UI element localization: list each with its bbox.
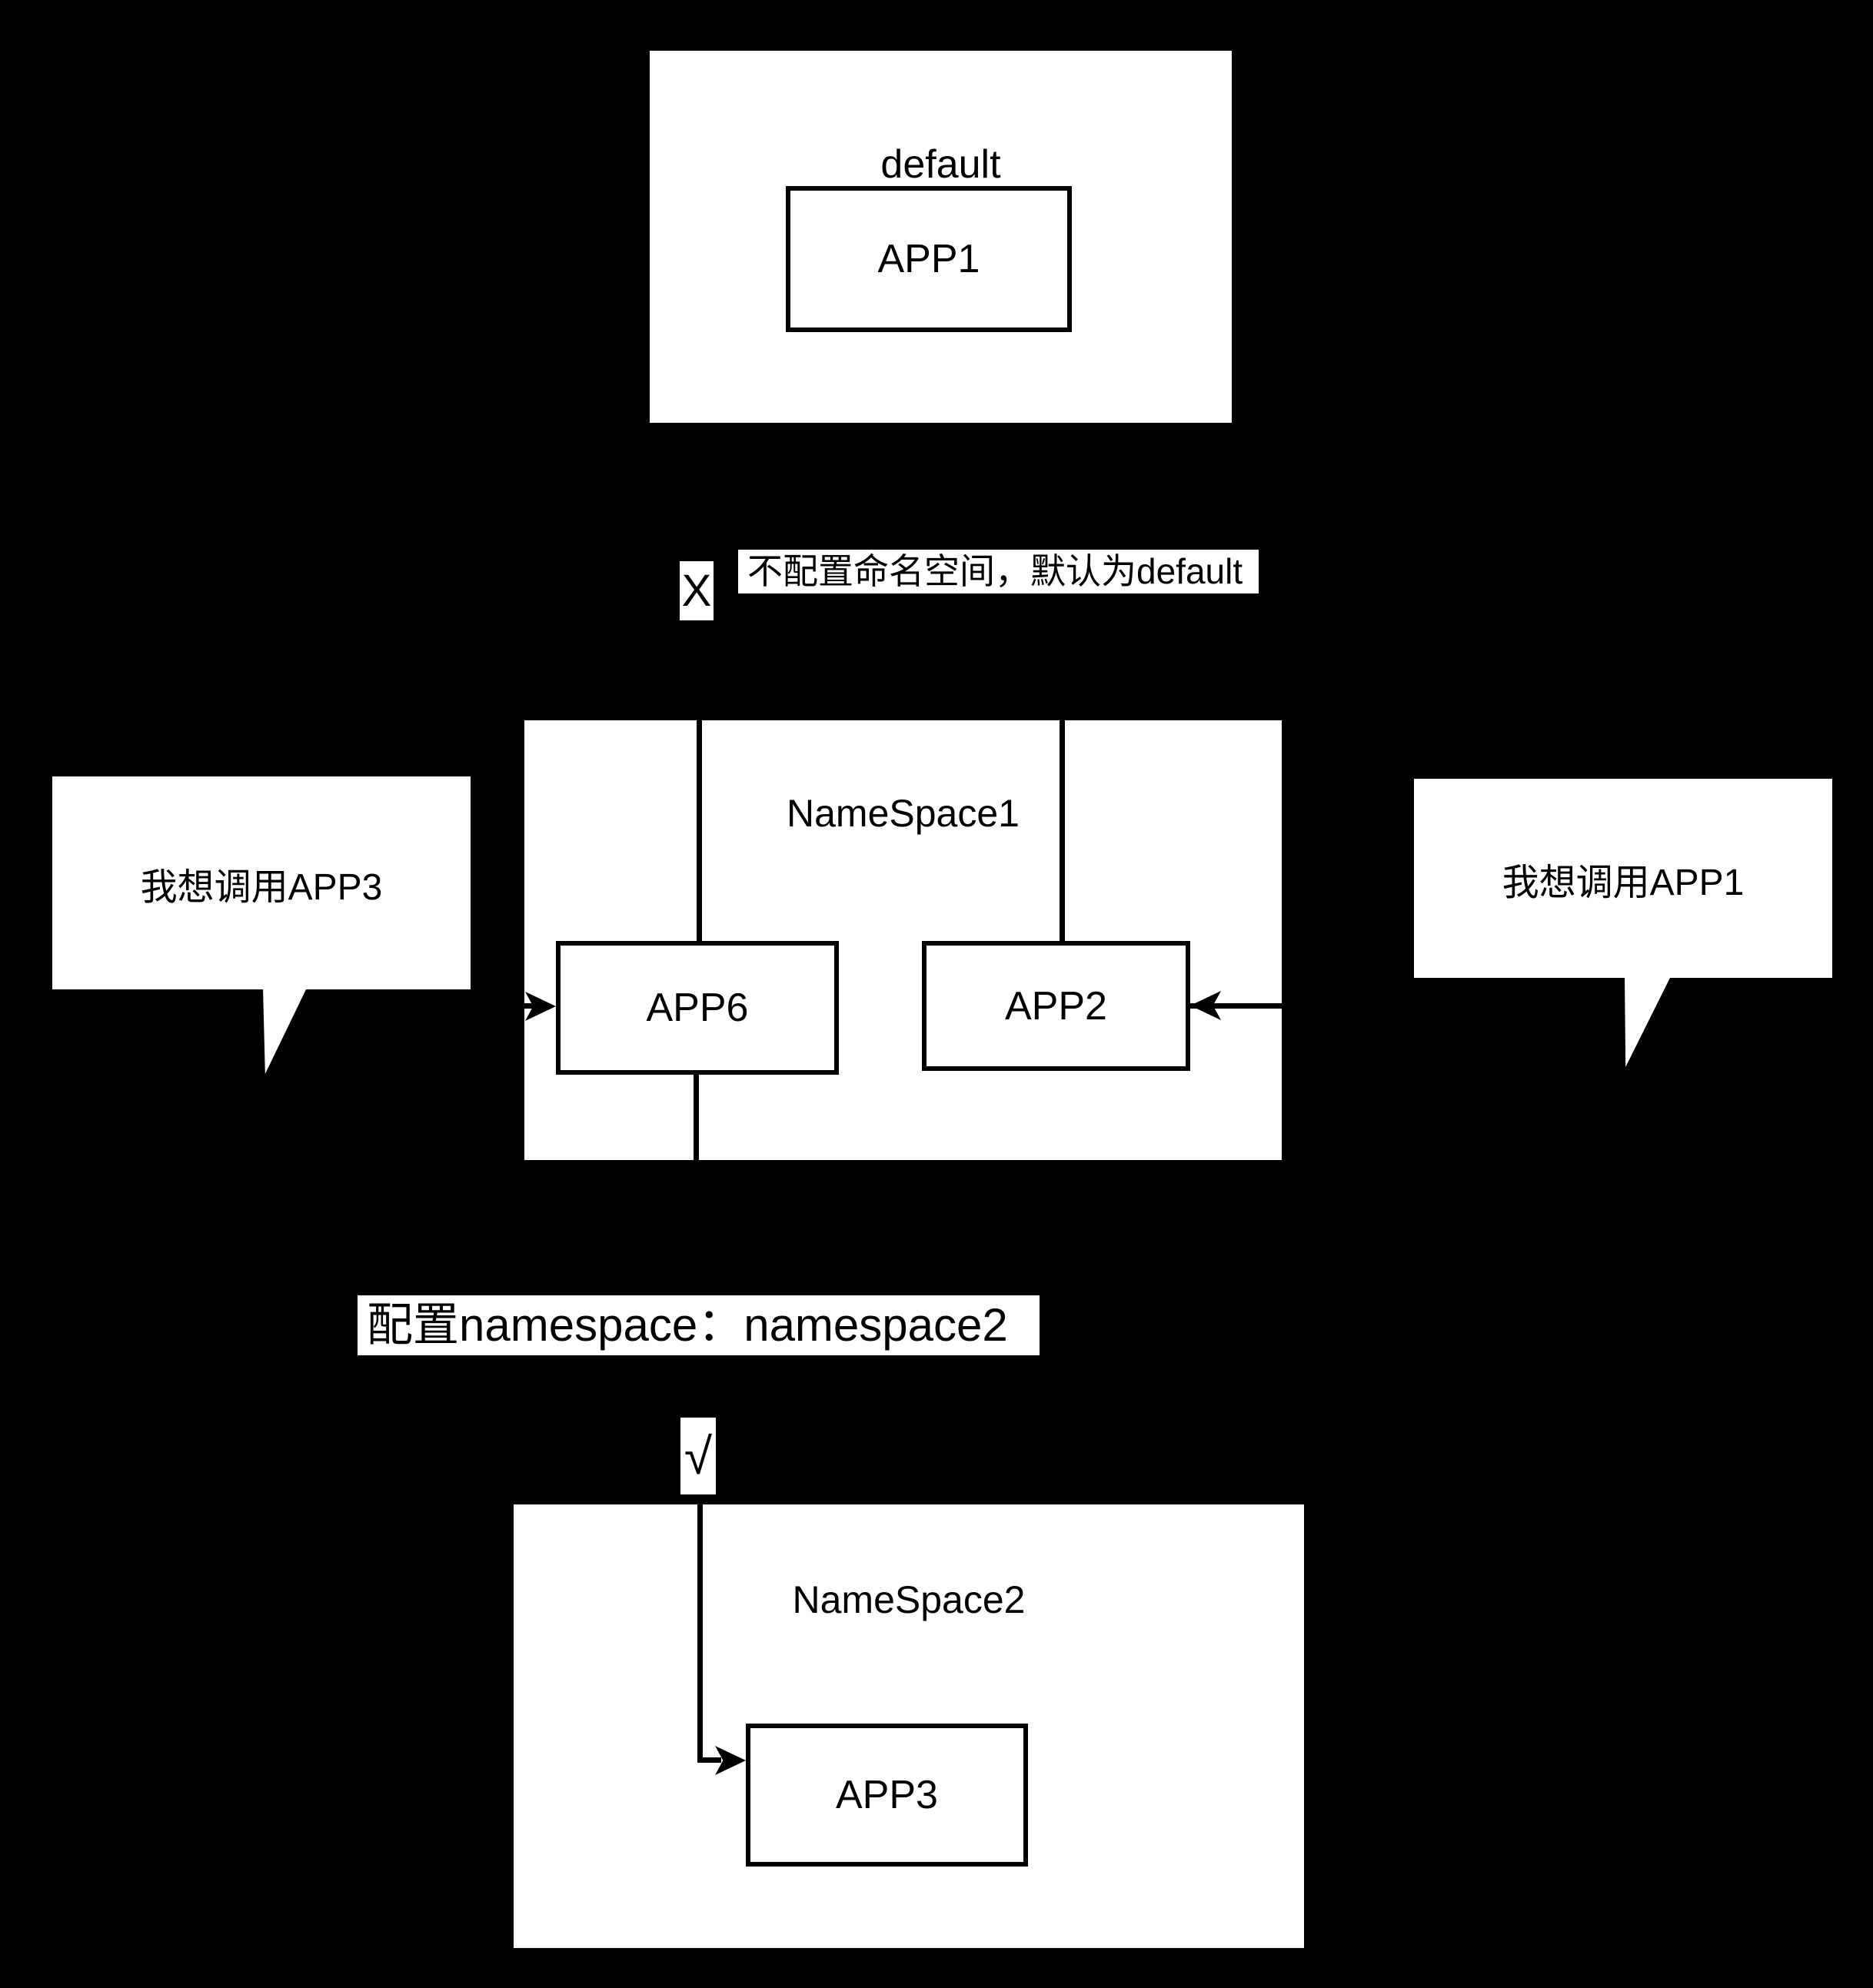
app2-label: APP2	[1005, 983, 1107, 1029]
reject-x-mark: X	[680, 561, 714, 620]
speech-bubble-left-tail	[263, 988, 307, 1074]
namespace1-label: NameSpace1	[787, 792, 1020, 835]
speech-bubble-call-app3: 我想调用APP3	[52, 776, 471, 989]
check-mark: √	[680, 1418, 716, 1494]
default-namespace-label: default	[880, 142, 1001, 187]
speech-bubble-call-app1: 我想调用APP1	[1414, 779, 1832, 978]
namespace2-label: NameSpace2	[792, 1578, 1026, 1621]
app3-label: APP3	[836, 1773, 938, 1817]
app3-box: APP3	[746, 1724, 1028, 1867]
check-mark-glyph: √	[684, 1428, 713, 1484]
app6-label: APP6	[646, 986, 749, 1030]
arrow-line-into-app6	[524, 1003, 537, 1009]
connector-app6-bottom	[694, 1075, 699, 1160]
connector-elbow-to-app3	[697, 1757, 721, 1763]
connector-top-to-app6	[697, 720, 702, 941]
namespace2-box: NameSpace2 APP3	[514, 1504, 1304, 1948]
speech-bubble-right-tail	[1625, 976, 1671, 1067]
app2-box: APP2	[922, 941, 1190, 1071]
connector-top-to-app3	[697, 1504, 703, 1763]
no-namespace-note: 不配置命名空间，默认为default	[738, 550, 1259, 593]
speech-bubble-right-text: 我想调用APP1	[1502, 862, 1745, 903]
app1-box: APP1	[786, 186, 1072, 332]
default-namespace-box: default APP1	[650, 51, 1232, 423]
app1-label: APP1	[877, 237, 980, 281]
x-mark-glyph: X	[681, 566, 712, 616]
connector-top-to-app2	[1060, 720, 1065, 941]
configure-namespace-note: 配置namespace：namespace2	[358, 1295, 1040, 1355]
app6-box: APP6	[556, 941, 839, 1075]
arrow-line-into-app2	[1190, 1003, 1282, 1009]
namespace1-box: NameSpace1 APP6 APP2	[524, 720, 1282, 1160]
speech-bubble-left-text: 我想调用APP3	[140, 866, 383, 908]
